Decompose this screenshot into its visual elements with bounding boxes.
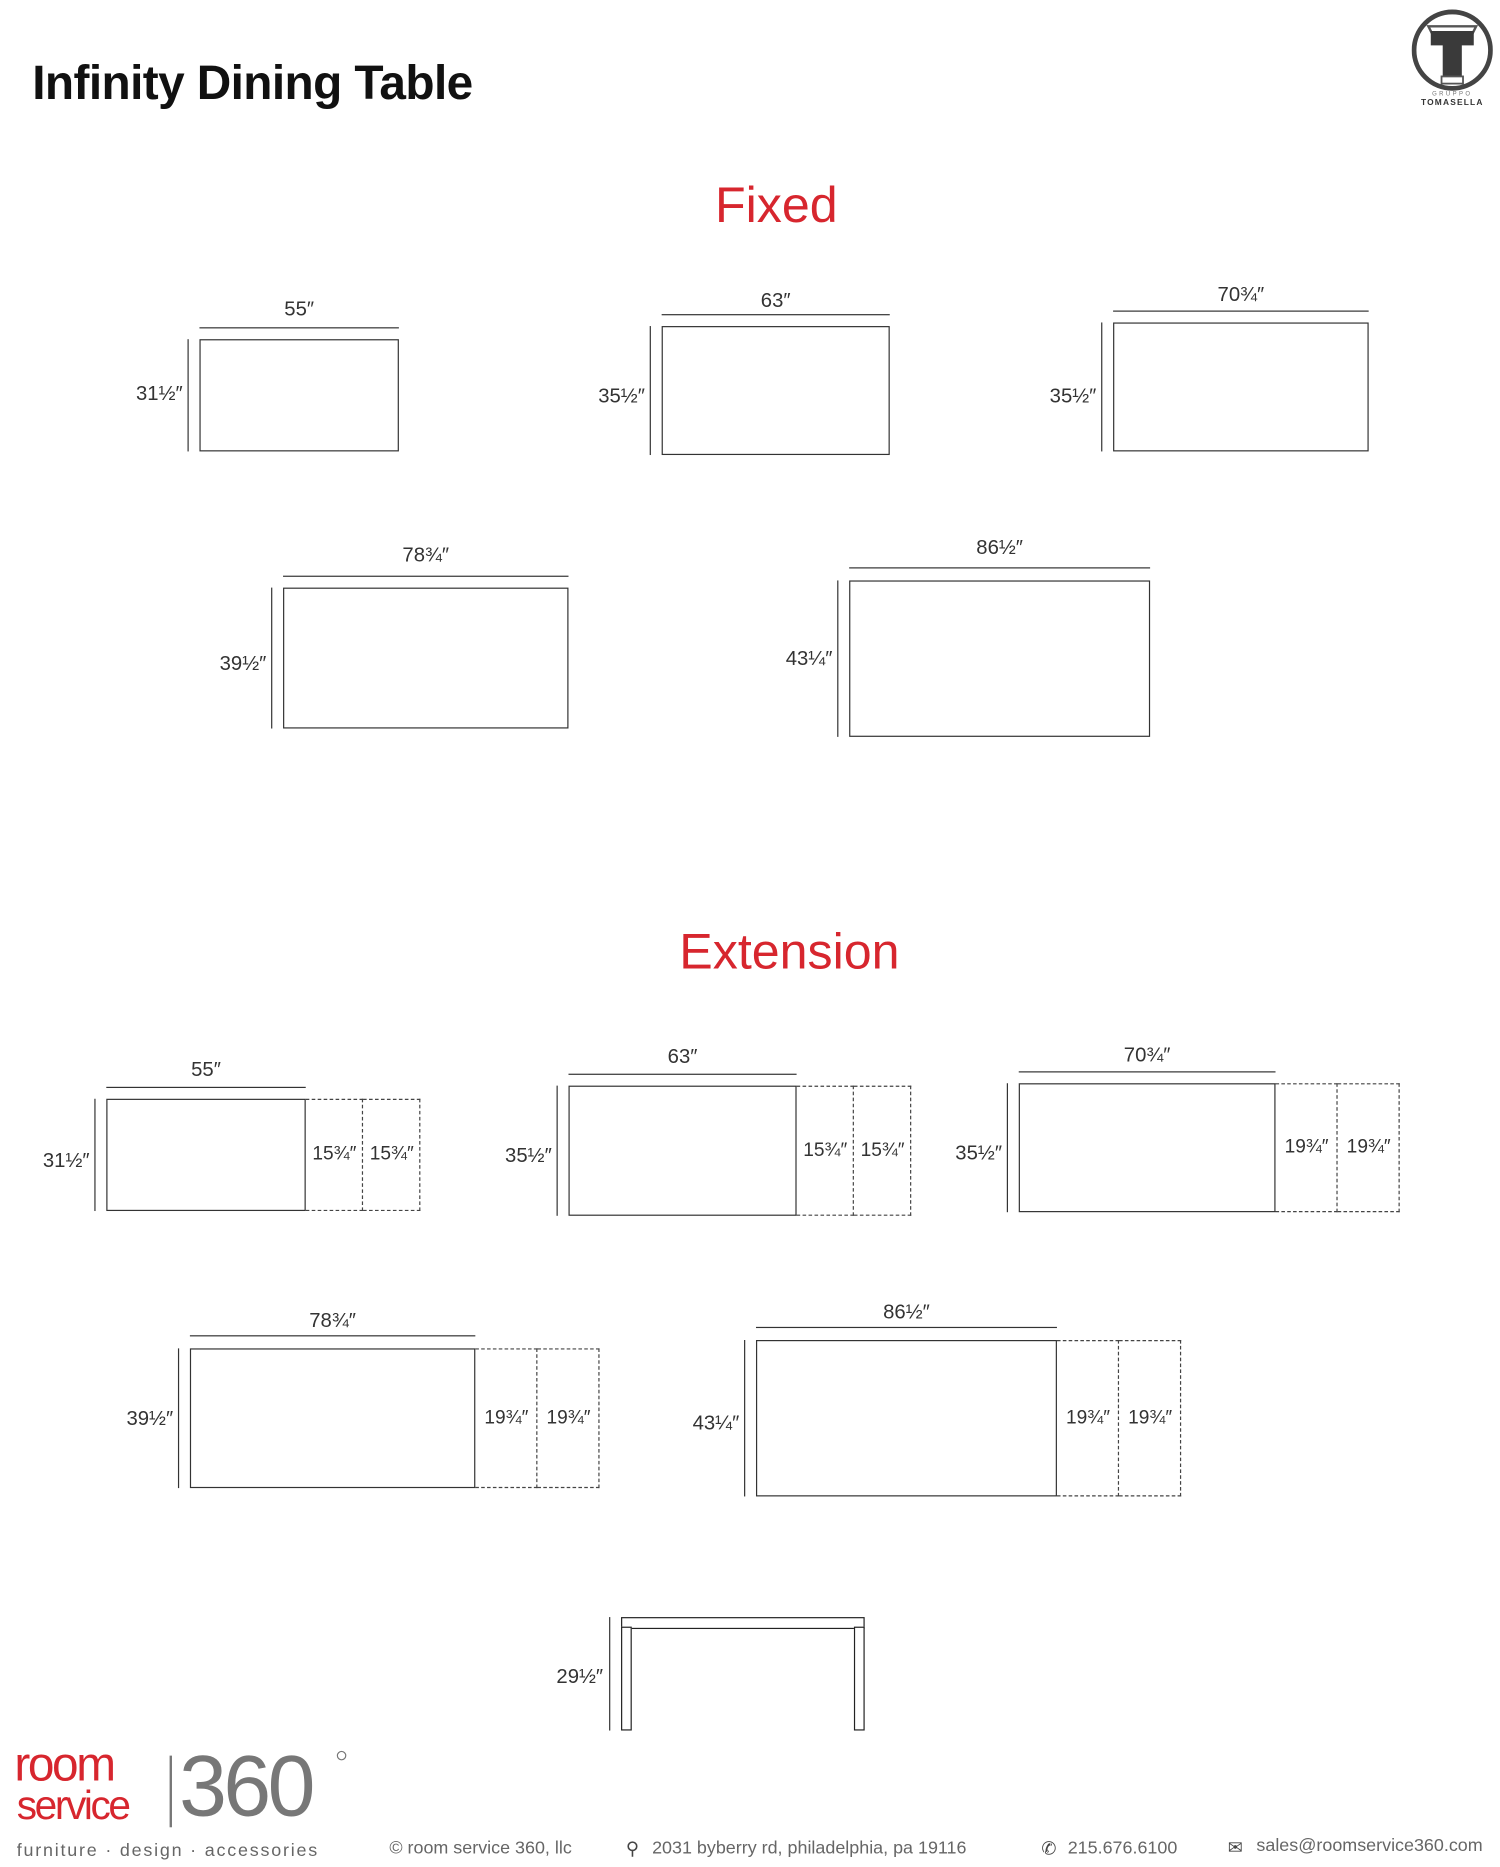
tagline: furniture · design · accessories bbox=[16, 1840, 319, 1861]
fixed-width-label: 35½″ bbox=[598, 384, 645, 408]
table-leg-left bbox=[621, 1626, 632, 1731]
logo-service: service bbox=[16, 1783, 131, 1829]
extension-length-label: 86½″ bbox=[883, 1300, 930, 1324]
fixed-width-dimension-line bbox=[271, 587, 273, 729]
logo-room: room bbox=[14, 1738, 116, 1792]
fixed-width-label: 39½″ bbox=[219, 652, 267, 675]
extension-leaf-outline bbox=[1056, 1340, 1120, 1497]
fixed-length-dimension-line bbox=[661, 314, 890, 316]
extension-leaf-outline bbox=[1337, 1083, 1400, 1213]
extension-table-outline bbox=[106, 1098, 306, 1212]
fixed-width-dimension-line bbox=[1101, 322, 1103, 452]
logo-tomasella-text: TOMASELLA bbox=[1420, 99, 1484, 108]
fixed-length-label: 70¾″ bbox=[1217, 283, 1265, 306]
extension-leaf-outline bbox=[475, 1348, 538, 1489]
phone-icon: ✆ bbox=[1041, 1839, 1057, 1860]
page-title: Infinity Dining Table bbox=[32, 57, 473, 110]
extension-width-dimension-line bbox=[177, 1348, 180, 1489]
extension-leaf-outline bbox=[796, 1085, 854, 1216]
fixed-length-dimension-line bbox=[1113, 310, 1369, 312]
email-icon: ✉ bbox=[1227, 1838, 1243, 1859]
extension-width-label: 39½″ bbox=[126, 1406, 174, 1430]
table-leg-right bbox=[853, 1626, 865, 1731]
extension-width-label: 35½″ bbox=[505, 1144, 552, 1167]
extension-leaf-outline bbox=[1119, 1340, 1182, 1497]
fixed-width-label: 31½″ bbox=[136, 382, 183, 405]
extension-width-dimension-line bbox=[94, 1098, 96, 1212]
extension-leaf-label: 15¾″ bbox=[803, 1139, 848, 1161]
extension-width-label: 31½″ bbox=[42, 1148, 90, 1172]
extension-length-dimension-line bbox=[106, 1086, 306, 1089]
table-top-side bbox=[621, 1617, 865, 1630]
extension-length-label: 63″ bbox=[667, 1045, 698, 1068]
extension-leaf-outline bbox=[363, 1098, 421, 1212]
extension-length-dimension-line bbox=[568, 1073, 797, 1075]
extension-length-label: 55″ bbox=[191, 1058, 221, 1081]
email[interactable]: sales@roomservice360.com bbox=[1256, 1835, 1483, 1856]
extension-leaf-label: 19¾″ bbox=[484, 1407, 529, 1428]
extension-leaf-outline bbox=[305, 1098, 364, 1212]
extension-leaf-label: 19¾″ bbox=[1128, 1407, 1173, 1428]
height-label: 29½″ bbox=[556, 1664, 604, 1688]
extension-width-label: 35½″ bbox=[955, 1141, 1003, 1165]
fixed-table-outline bbox=[283, 587, 569, 729]
section-fixed-heading: Fixed bbox=[714, 176, 838, 233]
extension-leaf-label: 19¾″ bbox=[1066, 1407, 1110, 1428]
fixed-width-label: 35½″ bbox=[1049, 384, 1097, 408]
logo-gruppo-text: GRUPPO bbox=[1432, 90, 1473, 98]
fixed-width-dimension-line bbox=[187, 339, 189, 452]
address: 2031 byberry rd, philadelphia, pa 19116 bbox=[652, 1838, 967, 1859]
fixed-width-dimension-line bbox=[837, 580, 839, 737]
extension-table-outline bbox=[189, 1348, 476, 1489]
fixed-length-dimension-line bbox=[283, 575, 569, 577]
fixed-length-label: 86½″ bbox=[976, 536, 1023, 559]
fixed-length-label: 55″ bbox=[284, 297, 315, 321]
extension-leaf-label: 19¾″ bbox=[1346, 1136, 1391, 1158]
extension-leaf-label: 19¾″ bbox=[546, 1407, 591, 1428]
tomasella-logo: GRUPPO TOMASELLA bbox=[1411, 7, 1493, 110]
extension-leaf-outline bbox=[1275, 1083, 1338, 1213]
extension-leaf-label: 19¾″ bbox=[1284, 1136, 1329, 1158]
fixed-table-outline bbox=[199, 339, 399, 452]
extension-leaf-outline bbox=[853, 1085, 912, 1216]
fixed-width-dimension-line bbox=[649, 326, 651, 456]
extension-length-label: 70¾″ bbox=[1123, 1043, 1171, 1067]
logo-360: 360 bbox=[179, 1738, 315, 1835]
fixed-width-label: 43¼″ bbox=[785, 647, 833, 671]
fixed-length-dimension-line bbox=[849, 567, 1151, 569]
fixed-table-outline bbox=[1113, 322, 1369, 452]
extension-leaf-outline bbox=[537, 1348, 600, 1489]
extension-table-outline bbox=[1018, 1083, 1276, 1213]
extension-width-label: 43¼″ bbox=[692, 1411, 740, 1435]
height-dimension-line bbox=[609, 1617, 611, 1731]
extension-width-dimension-line bbox=[556, 1085, 558, 1216]
extension-leaf-label: 15¾″ bbox=[860, 1139, 905, 1161]
map-pin-icon: ⚲ bbox=[625, 1839, 639, 1860]
extension-width-dimension-line bbox=[1006, 1083, 1008, 1213]
fixed-length-label: 63″ bbox=[760, 289, 791, 312]
extension-length-dimension-line bbox=[189, 1335, 476, 1337]
fixed-table-outline bbox=[849, 580, 1151, 737]
extension-leaf-label: 15¾″ bbox=[369, 1144, 414, 1165]
degree-icon bbox=[336, 1750, 347, 1761]
phone[interactable]: 215.676.6100 bbox=[1067, 1838, 1178, 1859]
extension-length-dimension-line bbox=[755, 1326, 1057, 1329]
extension-leaf-label: 15¾″ bbox=[312, 1144, 357, 1165]
fixed-length-label: 78¾″ bbox=[402, 543, 450, 567]
extension-table-outline bbox=[568, 1085, 797, 1216]
copyright: © room service 360, llc bbox=[389, 1838, 572, 1859]
fixed-table-outline bbox=[661, 326, 890, 456]
logo-divider bbox=[169, 1755, 172, 1828]
extension-length-label: 78¾″ bbox=[309, 1308, 356, 1332]
extension-length-dimension-line bbox=[1018, 1071, 1276, 1073]
extension-width-dimension-line bbox=[744, 1340, 746, 1497]
fixed-length-dimension-line bbox=[199, 327, 399, 329]
extension-table-outline bbox=[755, 1340, 1057, 1497]
section-extension-heading: Extension bbox=[679, 923, 900, 980]
